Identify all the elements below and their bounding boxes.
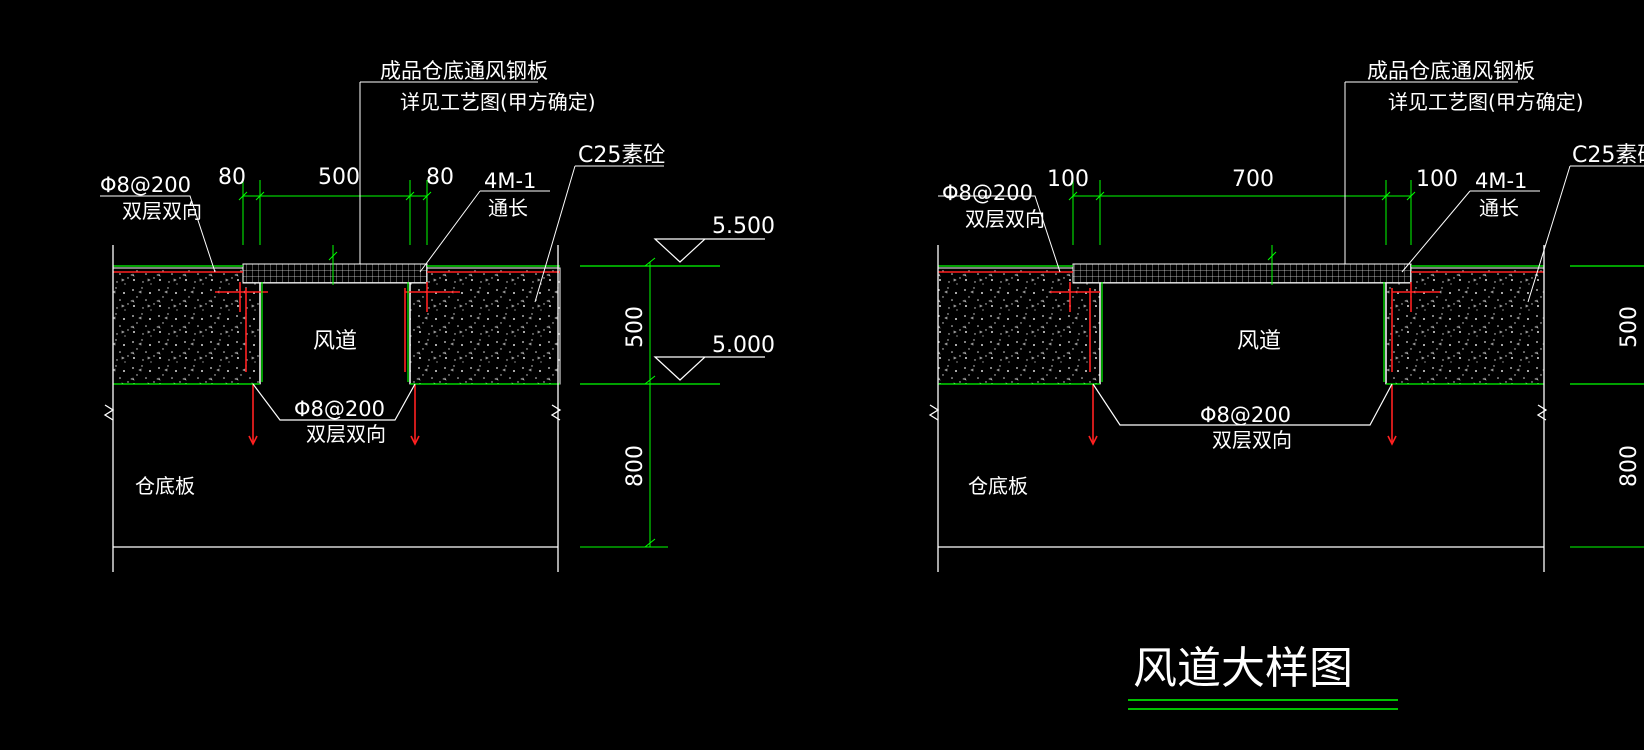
left-rebar bbox=[113, 271, 560, 446]
left-dim-edge-left: 80 bbox=[218, 165, 246, 190]
title-underline bbox=[1128, 699, 1398, 710]
right-process-note: 详见工艺图(甲方确定) bbox=[1388, 90, 1584, 114]
right-concrete-block-left bbox=[937, 267, 1101, 385]
right-concrete-block-right bbox=[1385, 267, 1545, 385]
left-vertical-dim bbox=[580, 257, 668, 548]
right-green-lines bbox=[938, 265, 1644, 385]
left-elevation-markers bbox=[653, 238, 765, 381]
left-rebar-bottom-sub: 双层双向 bbox=[306, 422, 386, 446]
right-detail bbox=[928, 81, 1644, 572]
left-grating-plate bbox=[242, 263, 428, 284]
left-detail bbox=[100, 81, 765, 572]
right-rebar-top-label: Φ8@200 bbox=[942, 181, 1033, 205]
right-rebar bbox=[938, 271, 1544, 446]
left-green-lines bbox=[113, 265, 720, 385]
left-process-note: 详见工艺图(甲方确定) bbox=[400, 90, 596, 114]
left-concrete-block-left bbox=[112, 267, 261, 385]
left-rebar-top-sub: 双层双向 bbox=[122, 199, 202, 223]
right-dim-center: 700 bbox=[1232, 167, 1274, 192]
right-rebar-top-sub: 双层双向 bbox=[965, 207, 1045, 231]
right-dim-vert-upper: 500 bbox=[1617, 306, 1642, 348]
left-concrete-label: C25素砼 bbox=[578, 143, 665, 168]
right-duct-label: 风道 bbox=[1237, 329, 1281, 354]
right-top-dim bbox=[1068, 180, 1416, 285]
left-slab-outline bbox=[103, 245, 562, 572]
right-rebar-bottom-sub: 双层双向 bbox=[1212, 428, 1292, 452]
left-rebar-bottom-leader bbox=[252, 383, 416, 421]
right-embed-sub: 通长 bbox=[1479, 196, 1519, 220]
right-concrete-label: C25素砼 bbox=[1572, 143, 1644, 168]
left-elev-top: 5.500 bbox=[712, 214, 775, 239]
left-steel-plate-label: 成品仓底通风钢板 bbox=[380, 59, 548, 83]
right-slab-outline bbox=[928, 245, 1548, 572]
right-rebar-bottom-label: Φ8@200 bbox=[1200, 403, 1291, 427]
left-leaders bbox=[100, 81, 664, 303]
left-top-dim bbox=[238, 180, 432, 285]
left-dim-vert-upper: 500 bbox=[623, 306, 648, 348]
right-dim-edge-left: 100 bbox=[1047, 167, 1089, 192]
right-dim-vert-lower: 800 bbox=[1617, 445, 1642, 487]
left-concrete-block-right bbox=[409, 267, 561, 385]
right-grating-plate bbox=[1072, 263, 1412, 284]
left-rebar-top-label: Φ8@200 bbox=[100, 173, 191, 197]
left-embed-sub: 通长 bbox=[488, 196, 528, 220]
right-leaders bbox=[938, 81, 1644, 303]
left-elev-bottom: 5.000 bbox=[712, 333, 775, 358]
left-dim-edge-right: 80 bbox=[426, 165, 454, 190]
left-duct-outline bbox=[259, 283, 411, 384]
right-embed-label: 4M-1 bbox=[1475, 169, 1527, 193]
right-rebar-bottom-leader bbox=[1092, 383, 1393, 426]
left-slab-label: 仓底板 bbox=[135, 474, 195, 498]
right-dim-edge-right: 100 bbox=[1416, 167, 1458, 192]
left-duct-label: 风道 bbox=[313, 329, 357, 354]
right-duct-outline bbox=[1099, 283, 1387, 384]
left-embed-label: 4M-1 bbox=[484, 169, 536, 193]
right-slab-label: 仓底板 bbox=[968, 474, 1028, 498]
left-dim-center: 500 bbox=[318, 165, 360, 190]
right-steel-plate-label: 成品仓底通风钢板 bbox=[1367, 59, 1535, 83]
left-dim-vert-lower: 800 bbox=[623, 445, 648, 487]
drawing-title: 风道大样图 bbox=[1133, 643, 1353, 694]
left-rebar-bottom-label: Φ8@200 bbox=[294, 397, 385, 421]
